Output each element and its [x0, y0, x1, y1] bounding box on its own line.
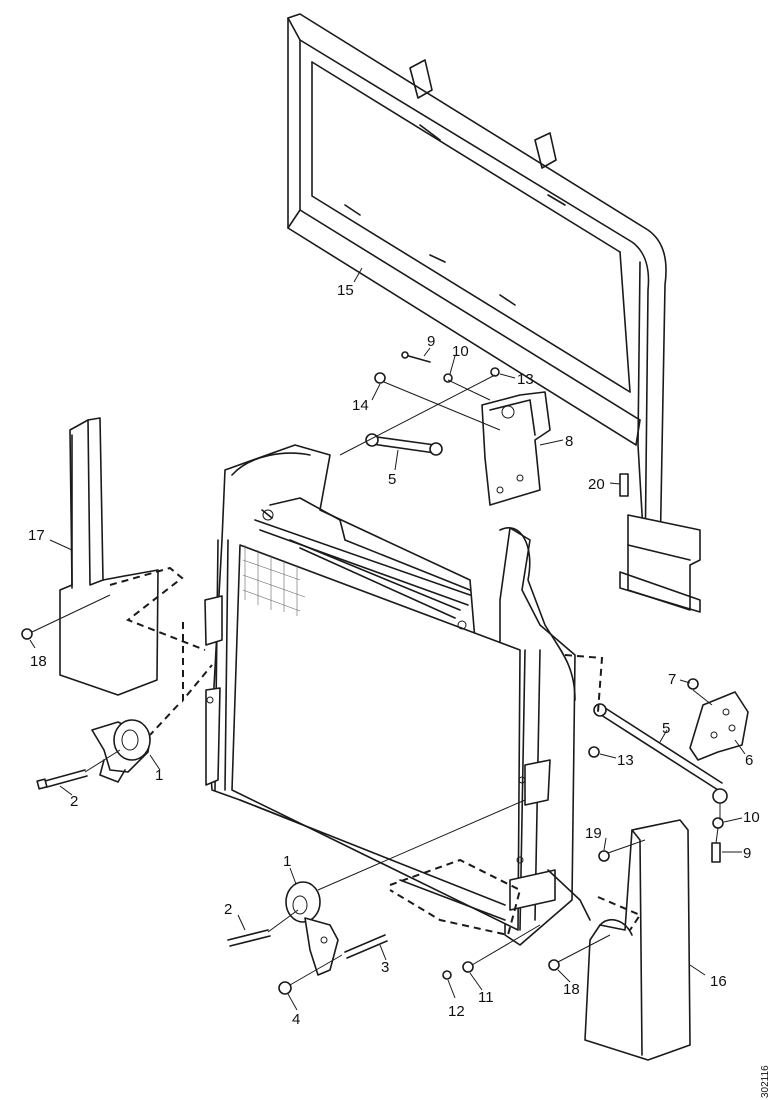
callout-14: 14 [352, 397, 369, 414]
callout-ticks [29, 267, 746, 1011]
callout-10-lower: 10 [743, 809, 760, 826]
callout-9-upper: 9 [427, 333, 435, 350]
callout-5-upper: 5 [388, 471, 396, 488]
callout-11: 11 [478, 989, 494, 1006]
callout-13-lower: 13 [617, 752, 634, 769]
upper-frame-part-15 [287, 13, 701, 613]
callout-7: 7 [668, 671, 676, 688]
callout-13-upper: 13 [517, 371, 534, 388]
callout-18-left: 18 [30, 653, 47, 670]
callout-6: 6 [745, 752, 753, 769]
callout-3: 3 [381, 959, 389, 976]
callout-2-lower: 2 [224, 901, 232, 918]
callout-16: 16 [710, 973, 727, 990]
callout-labels: 15 9 10 14 13 8 5 20 17 18 7 1 2 5 13 6 … [28, 282, 760, 1028]
upper-bracket-part-8 [481, 391, 551, 506]
callout-18-right: 18 [563, 981, 580, 998]
callout-10-upper: 10 [452, 343, 469, 360]
callout-19: 19 [585, 825, 602, 842]
right-bracket-part-6 [689, 691, 749, 761]
mount-part-1-lower [285, 881, 339, 976]
callout-15: 15 [337, 282, 354, 299]
assembly-dashed-lines [109, 566, 642, 937]
callout-17: 17 [28, 527, 45, 544]
left-deflector-part-17 [59, 417, 159, 696]
right-deflector-part-16 [584, 819, 691, 1061]
callout-5-lower: 5 [662, 720, 670, 737]
fasteners [21, 351, 724, 995]
document-id: 302116 [760, 1065, 771, 1098]
tie-rod-part-5-lower [593, 703, 728, 804]
callout-9-lower: 9 [743, 845, 751, 862]
radiator-assembly [204, 444, 591, 946]
callout-4: 4 [292, 1011, 300, 1028]
assembly-leader-lines [31, 374, 721, 986]
callout-2-upper: 2 [70, 793, 78, 810]
callout-1-lower: 1 [283, 853, 291, 870]
callout-1-upper: 1 [155, 767, 163, 784]
tie-rod-part-5-upper [365, 433, 443, 456]
callout-8: 8 [565, 433, 573, 450]
callout-12: 12 [448, 1003, 465, 1020]
mount-part-1-upper [91, 719, 151, 783]
callout-20: 20 [588, 476, 605, 493]
